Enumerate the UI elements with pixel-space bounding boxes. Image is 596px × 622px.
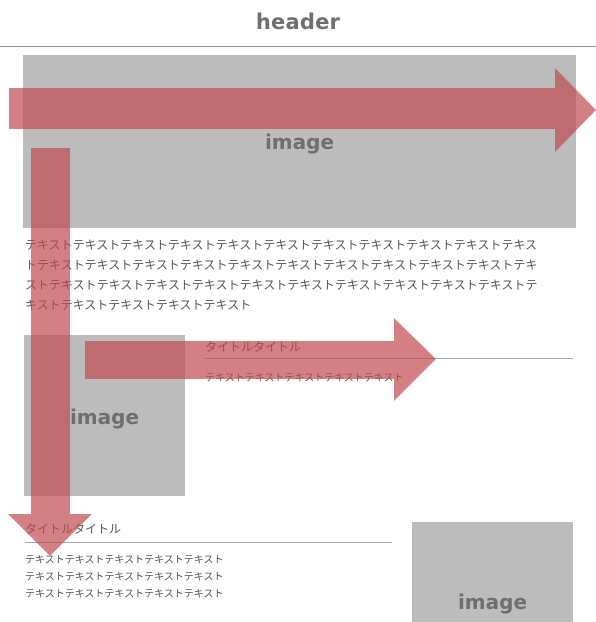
card-1-image-placeholder: image [24, 335, 185, 496]
page-header: header [0, 0, 596, 47]
card-1-image-label: image [69, 405, 140, 429]
header-title: header [255, 10, 341, 34]
card-2-image-label: image [457, 590, 528, 614]
card-2-title-rule [25, 542, 392, 543]
card-1-title: タイトルタイトル [205, 340, 302, 354]
card-1-text: テキストテキストテキストテキストテキスト [205, 373, 404, 384]
card-2-image-placeholder: image [412, 522, 573, 622]
card-2-text-line-1: テキストテキストテキストテキストテキスト [25, 555, 224, 566]
card-1-title-rule [205, 358, 573, 359]
main-image-placeholder: image [23, 55, 576, 228]
main-image-label: image [264, 130, 335, 154]
card-2-text-line-2: テキストテキストテキストテキストテキスト [25, 572, 224, 583]
card-2-text-line-3: テキストテキストテキストテキストテキスト [25, 589, 224, 600]
body-text-block: テキストテキストテキストテキストテキストテキストテキストテキストテキストテキスト… [25, 238, 538, 312]
card-2-title: タイトルタイトル [25, 522, 122, 536]
